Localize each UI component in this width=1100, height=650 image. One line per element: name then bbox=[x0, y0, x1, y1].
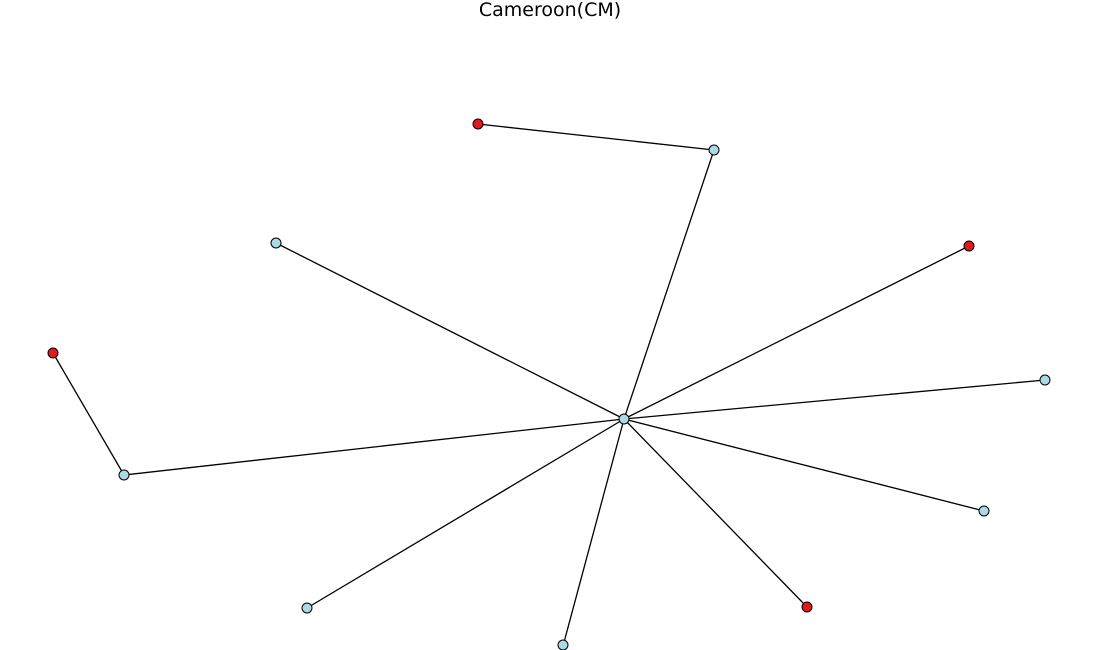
graph-title: Cameroon(CM) bbox=[479, 0, 621, 21]
graph-edge bbox=[123, 418, 625, 476]
graph-node-red bbox=[963, 240, 975, 252]
graph-edge bbox=[623, 418, 985, 512]
graph-edge bbox=[623, 245, 970, 420]
graph-node bbox=[118, 469, 130, 481]
graph-edge bbox=[306, 418, 625, 609]
graph-edge bbox=[52, 352, 125, 476]
graph-edge bbox=[623, 149, 715, 420]
graph-edge bbox=[562, 418, 625, 647]
graph-node bbox=[708, 144, 720, 156]
graph-node bbox=[557, 639, 569, 650]
graph-node-red bbox=[472, 118, 484, 130]
graph-edge bbox=[477, 123, 715, 151]
graph-node-red bbox=[47, 347, 59, 359]
edges-layer bbox=[52, 123, 1046, 647]
graph-node bbox=[270, 237, 282, 249]
graph-node bbox=[978, 505, 990, 517]
graph-edge bbox=[623, 418, 808, 608]
graph-edge bbox=[623, 379, 1046, 420]
graph-edge bbox=[275, 242, 625, 420]
graph-node bbox=[1039, 374, 1051, 386]
graph-node bbox=[301, 602, 313, 614]
nodes-layer bbox=[47, 118, 1051, 650]
graph-node-red bbox=[801, 601, 813, 613]
graph-node-hub bbox=[618, 413, 630, 425]
